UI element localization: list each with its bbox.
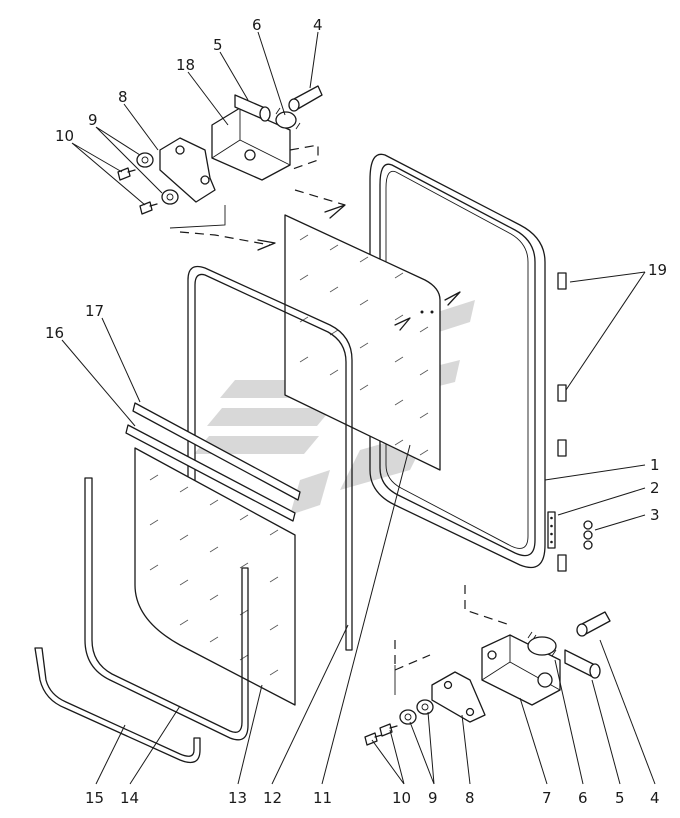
callout-right-1: 1 <box>650 456 660 474</box>
top-hinge-assembly <box>117 85 461 331</box>
callout-bottom-11: 11 <box>313 789 332 807</box>
callout-bottom-7: 7 <box>542 789 552 807</box>
callout-top-9: 9 <box>88 111 98 129</box>
callout-bottom-12: 12 <box>263 789 282 807</box>
callout-right-2: 2 <box>650 479 660 497</box>
callout-numbers: 6 4 5 18 8 9 10 19 1 2 3 17 16 15 14 13 … <box>45 16 667 807</box>
bottom-hinge-assembly <box>364 585 611 746</box>
callout-bottom-5: 5 <box>615 789 625 807</box>
callout-bottom-13: 13 <box>228 789 247 807</box>
leader-lines <box>61 31 656 785</box>
callout-top-6: 6 <box>252 16 262 34</box>
callout-top-19: 19 <box>648 261 667 279</box>
callout-bottom-15: 15 <box>85 789 104 807</box>
callout-bottom-14: 14 <box>120 789 139 807</box>
seal-frame-part-12 <box>187 265 353 651</box>
callout-bottom-10: 10 <box>392 789 411 807</box>
callout-bottom-4: 4 <box>650 789 660 807</box>
glass-pane-part-11 <box>284 214 441 471</box>
seal-part-15 <box>34 647 201 764</box>
callout-bottom-6: 6 <box>578 789 588 807</box>
callout-top-18: 18 <box>176 56 195 74</box>
strips-part-16-17 <box>125 402 301 522</box>
callout-left-16: 16 <box>45 324 64 342</box>
callout-left-17: 17 <box>85 302 104 320</box>
callout-top-4: 4 <box>313 16 323 34</box>
seal-part-14 <box>84 477 249 741</box>
callout-bottom-8: 8 <box>465 789 475 807</box>
callout-top-8: 8 <box>118 88 128 106</box>
callout-bottom-9: 9 <box>428 789 438 807</box>
callout-right-3: 3 <box>650 506 660 524</box>
callout-top-10: 10 <box>55 127 74 145</box>
callout-top-5: 5 <box>213 36 223 54</box>
frame-part-1 <box>369 153 593 572</box>
glass-pane-part-13 <box>134 447 296 706</box>
